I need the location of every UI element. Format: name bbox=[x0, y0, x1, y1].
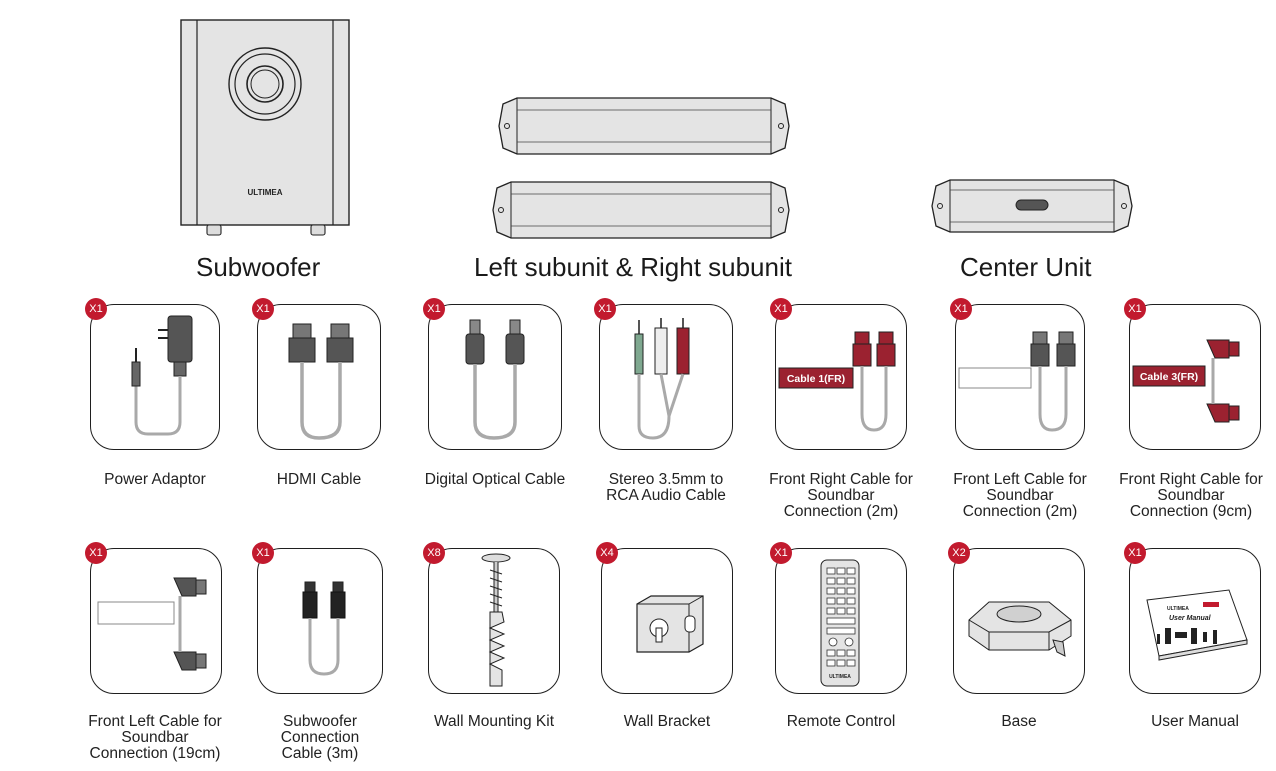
rca-cable-icon bbox=[634, 318, 690, 440]
item-caption: Power Adaptor bbox=[104, 471, 206, 488]
front-right-short-cable-icon: Cable 3(FR) bbox=[1132, 339, 1240, 423]
hdmi-cable-card bbox=[257, 304, 381, 450]
user-manual-icon: ULTIMEA User Manual bbox=[1146, 589, 1248, 661]
quantity-badge: X1 bbox=[770, 298, 792, 320]
quantity-badge: X1 bbox=[770, 542, 792, 564]
remote-brand: ULTIMEA bbox=[829, 674, 851, 680]
item-caption: HDMI Cable bbox=[276, 471, 362, 488]
front-left-cable-icon bbox=[958, 331, 1076, 432]
quantity-badge: X1 bbox=[85, 542, 107, 564]
quantity-badge: X1 bbox=[85, 298, 107, 320]
quantity-badge: X4 bbox=[596, 542, 618, 564]
cable-tag: Cable 1(FR) bbox=[787, 373, 845, 385]
subwoofer-label: Subwoofer bbox=[196, 252, 321, 282]
quantity-badge: X1 bbox=[252, 298, 274, 320]
base-icon bbox=[968, 601, 1072, 657]
item-caption: Digital Optical Cable bbox=[424, 471, 566, 488]
center-unit-label: Center Unit bbox=[960, 252, 1092, 282]
power-adaptor-card bbox=[90, 304, 220, 450]
center-unit-icon bbox=[931, 179, 1133, 233]
item-caption: Wall Bracket bbox=[623, 713, 711, 730]
item-caption: Remote Control bbox=[786, 713, 896, 730]
quantity-badge: X1 bbox=[594, 298, 616, 320]
manual-brand: ULTIMEA bbox=[1167, 606, 1189, 612]
subwoofer-cable-icon bbox=[302, 581, 346, 676]
power-adaptor-icon bbox=[131, 315, 193, 436]
quantity-badge: X1 bbox=[1124, 542, 1146, 564]
item-caption: User Manual bbox=[1151, 713, 1239, 730]
subwoofer-icon: ULTIMEA bbox=[180, 19, 350, 236]
optical-cable-card bbox=[428, 304, 562, 450]
left-subunit-icon bbox=[498, 97, 790, 155]
front-right-cable-icon: Cable 1(FR) bbox=[778, 331, 896, 432]
quantity-badge: X1 bbox=[1124, 298, 1146, 320]
subwoofer-cable-card bbox=[257, 548, 383, 694]
hdmi-cable-icon bbox=[288, 323, 354, 440]
screw-anchor-icon bbox=[481, 553, 511, 687]
front-left-short-cable-icon bbox=[97, 577, 207, 671]
right-subunit-icon bbox=[492, 181, 790, 239]
wall-bracket-icon bbox=[636, 595, 704, 653]
optical-cable-icon bbox=[465, 319, 525, 440]
quantity-badge: X2 bbox=[948, 542, 970, 564]
quantity-badge: X1 bbox=[950, 298, 972, 320]
subunits-label: Left subunit & Right subunit bbox=[474, 252, 792, 282]
subwoofer-brand: ULTIMEA bbox=[248, 188, 283, 197]
quantity-badge: X8 bbox=[423, 542, 445, 564]
item-caption: Base bbox=[1001, 713, 1037, 730]
remote-control-icon: ULTIMEA bbox=[820, 559, 860, 687]
item-caption: Wall Mounting Kit bbox=[433, 713, 555, 730]
manual-title: User Manual bbox=[1169, 615, 1212, 622]
quantity-badge: X1 bbox=[252, 542, 274, 564]
quantity-badge: X1 bbox=[423, 298, 445, 320]
cable-tag: Cable 3(FR) bbox=[1140, 371, 1198, 383]
